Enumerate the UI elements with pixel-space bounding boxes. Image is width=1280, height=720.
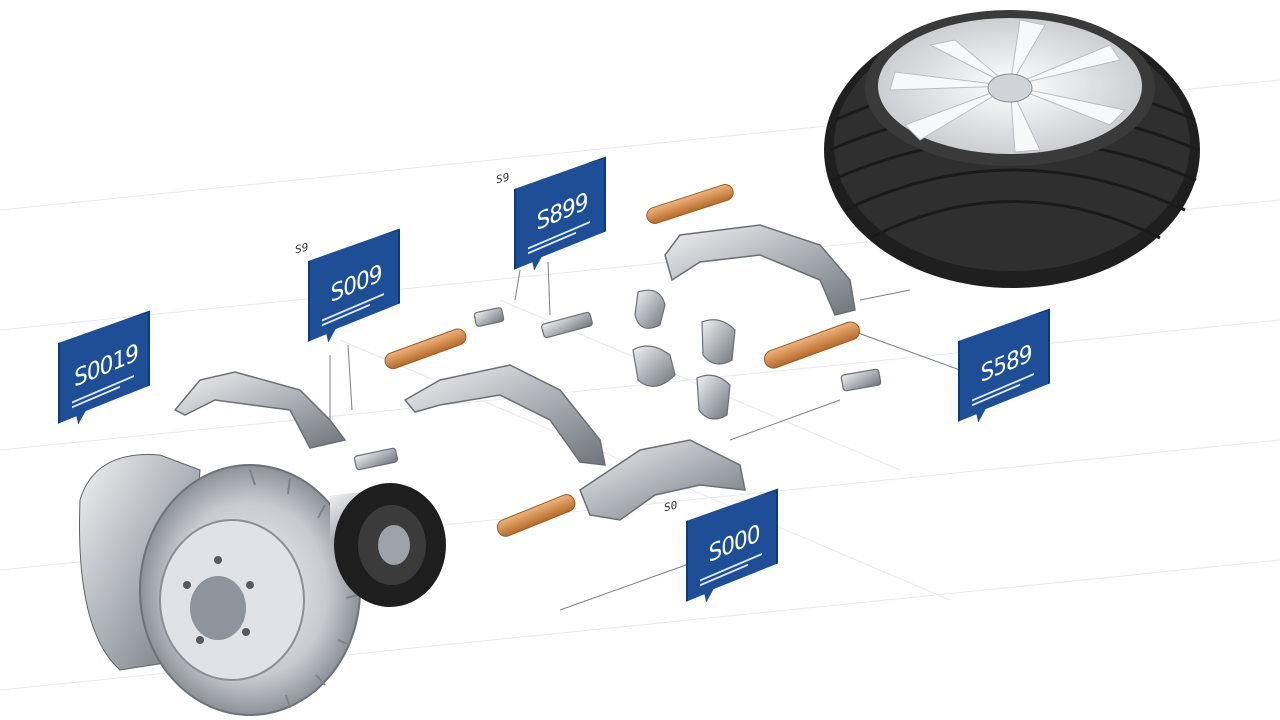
clip-icon — [353, 289, 882, 471]
leader-lines — [329, 261, 961, 611]
brake-rotor-icon — [79, 454, 446, 716]
bracket-icon — [173, 224, 856, 521]
pin-icon — [384, 184, 861, 537]
tire-icon — [824, 10, 1200, 288]
